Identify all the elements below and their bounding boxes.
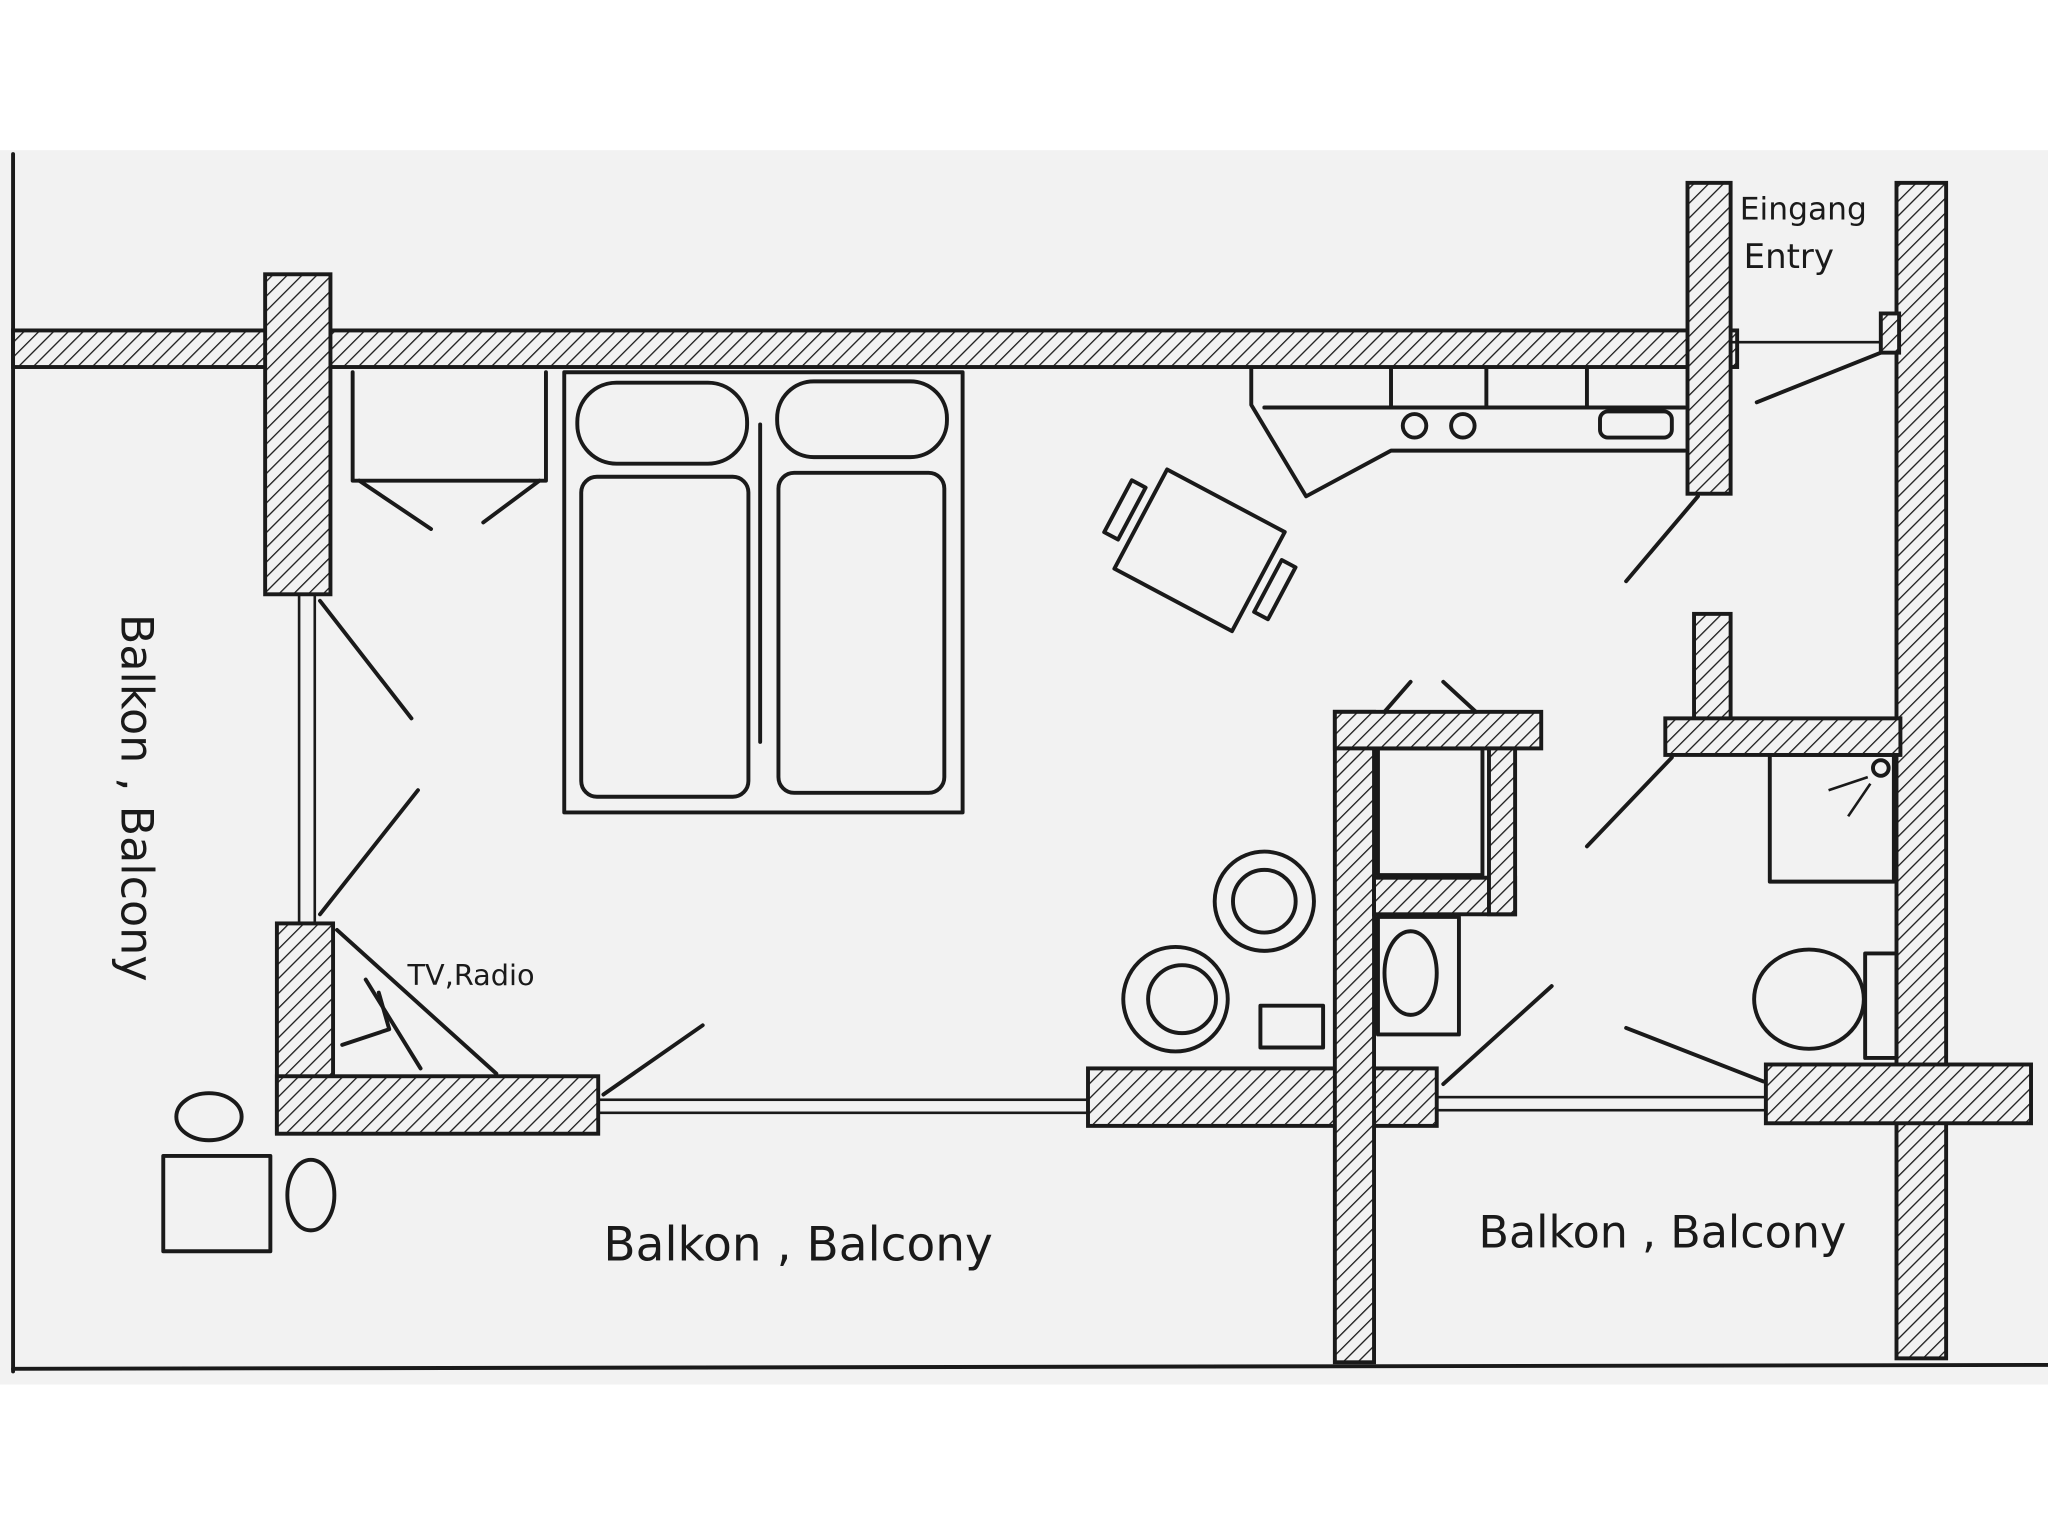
windows (297, 340, 1881, 1115)
bathroom-fixtures (1376, 679, 1899, 1060)
balcony-furniture (161, 1091, 337, 1254)
wardrobe (350, 370, 548, 531)
side-table (1258, 1003, 1326, 1050)
armchairs (1121, 849, 1326, 1054)
entry-label-de: Eingang (1740, 191, 1867, 227)
washbasin (1376, 914, 1461, 1037)
balcony-bottom-label: Balkon , Balcony (603, 1217, 992, 1272)
door-swings (318, 350, 1883, 1097)
double-bed (562, 370, 965, 815)
stove-burner-icon (1400, 412, 1429, 440)
balcony-left-label: Balkon , Balcony (110, 614, 161, 982)
shower (1767, 752, 1896, 884)
kitchenette (1249, 366, 1687, 499)
walls (11, 180, 2033, 1365)
tv-radio-label: TV,Radio (407, 958, 535, 992)
dining-table (1102, 467, 1298, 634)
sink-icon (1598, 409, 1674, 440)
tv-stand (335, 927, 499, 1076)
balcony-right-label: Balkon , Balcony (1479, 1207, 1847, 1258)
stove-burner-icon (1449, 412, 1477, 440)
entry-label-en: Entry (1744, 237, 1834, 277)
